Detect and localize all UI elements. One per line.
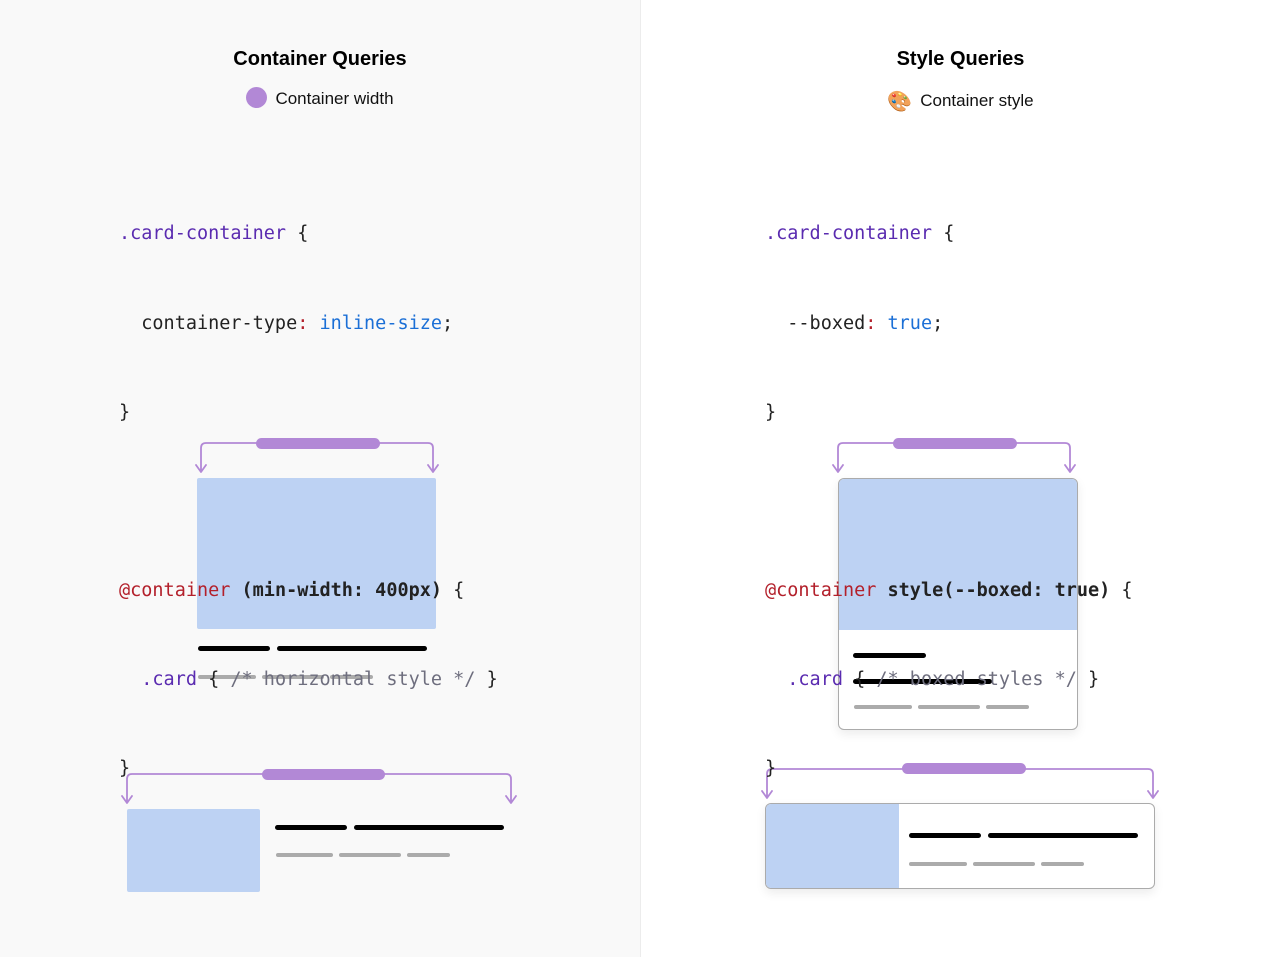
meta-line — [198, 675, 256, 679]
boxed-card — [765, 803, 1155, 889]
legend: 🎨 Container style — [641, 89, 1280, 114]
code-token: style(--boxed: true) — [876, 579, 1111, 601]
title-line — [354, 825, 504, 830]
card-image-placeholder — [197, 478, 436, 629]
meta-line — [262, 675, 324, 679]
code-token: (min-width: 400px) — [230, 579, 443, 601]
code-token: inline-size — [308, 312, 443, 334]
title-line — [198, 646, 270, 651]
title-line — [853, 679, 992, 684]
legend: Container width — [0, 87, 640, 109]
meta-line — [854, 705, 912, 709]
title-line — [277, 646, 427, 651]
code-token: } — [475, 668, 498, 690]
code-token: } — [765, 757, 777, 779]
meta-line — [1041, 862, 1084, 866]
meta-line — [330, 675, 373, 679]
code-comment: /* boxed styles */ — [876, 668, 1077, 690]
code-token: { — [286, 223, 309, 245]
title-line — [275, 825, 347, 830]
code-token: true — [876, 312, 933, 334]
code-token: } — [765, 401, 777, 423]
meta-line — [276, 853, 333, 857]
meta-line — [986, 705, 1029, 709]
code-token: --boxed — [765, 312, 866, 334]
panel-title: Style Queries — [896, 48, 1025, 70]
code-token: } — [119, 401, 131, 423]
code-token: { — [842, 668, 877, 690]
card-image-placeholder — [127, 809, 260, 892]
meta-line — [909, 862, 967, 866]
code-token: .card — [765, 668, 843, 690]
code-token: ; — [932, 312, 944, 334]
code-token: .card — [119, 668, 197, 690]
code-token: : — [297, 312, 309, 334]
purple-dot-icon — [246, 87, 268, 108]
code-token: { — [1110, 579, 1133, 601]
meta-line — [339, 853, 401, 857]
code-token: { — [196, 668, 231, 690]
meta-line — [918, 705, 980, 709]
code-token: @container — [119, 579, 231, 601]
code-token: container-type — [119, 312, 298, 334]
code-comment: /* horizontal style */ — [230, 668, 476, 690]
code-token: .card-container — [119, 223, 287, 245]
title-line — [909, 833, 981, 838]
legend-label: Container width — [275, 89, 394, 108]
meta-line — [407, 853, 450, 857]
code-token: : — [865, 312, 877, 334]
meta-line — [973, 862, 1035, 866]
code-token: .card-container — [765, 223, 933, 245]
code-token: } — [1076, 668, 1100, 690]
card-image-placeholder — [839, 479, 1077, 630]
legend-label: Container style — [920, 91, 1034, 110]
palette-icon: 🎨 — [887, 91, 913, 113]
container-queries-panel: Container Queries Container width .card-… — [0, 0, 641, 957]
code-block: .card-container { --boxed: true; } @cont… — [765, 160, 1133, 843]
style-queries-panel: Style Queries 🎨 Container style .card-con… — [641, 0, 1280, 957]
code-block: .card-container { container-type: inline… — [119, 160, 498, 843]
code-token: } — [119, 757, 131, 779]
code-token: { — [932, 223, 955, 245]
boxed-card — [838, 478, 1078, 730]
code-token: @container — [765, 579, 877, 601]
title-line — [988, 833, 1138, 838]
title-line — [853, 653, 926, 658]
panel-title: Container Queries — [233, 48, 407, 70]
card-image-placeholder — [766, 804, 899, 888]
code-token: { — [442, 579, 465, 601]
code-token: ; — [442, 312, 454, 334]
